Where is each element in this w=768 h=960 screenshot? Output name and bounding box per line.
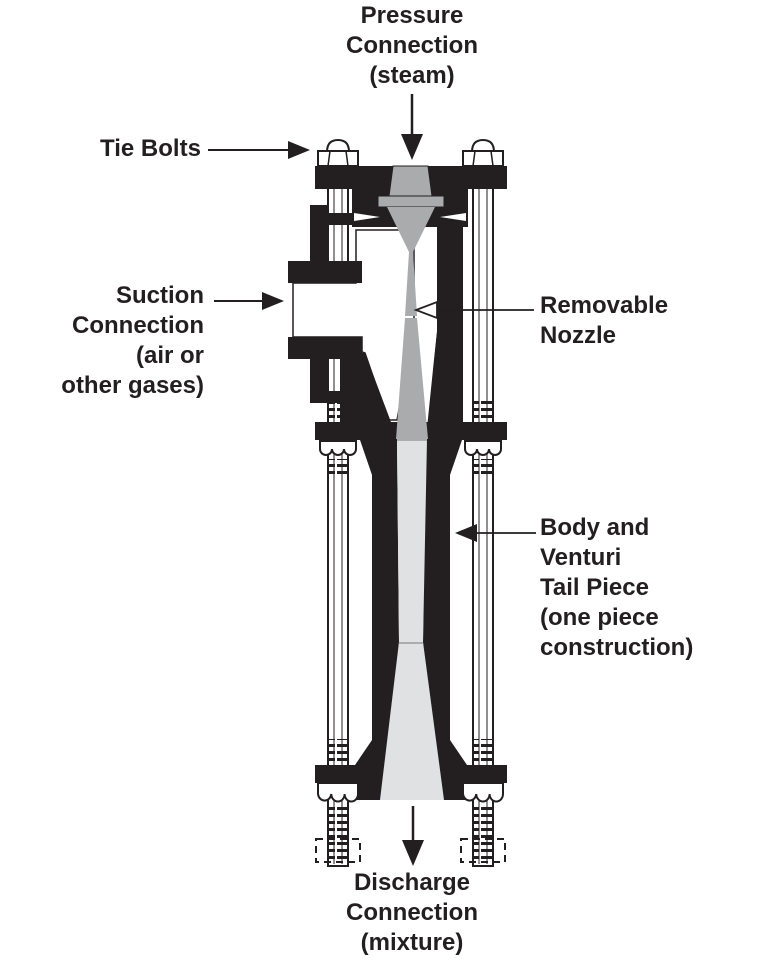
label-line: Suction	[116, 282, 204, 309]
pressure-arrow	[401, 94, 423, 160]
bottom-nut-left	[317, 782, 359, 803]
nut-facet	[472, 150, 476, 167]
label-body-venturi: Body and Venturi Tail Piece (one piece c…	[540, 513, 693, 663]
tie-bolt-left	[327, 147, 349, 867]
hex-nut-top-left	[317, 138, 359, 167]
tail-piece-right-wall	[423, 440, 467, 800]
label-tie-bolts: Tie Bolts	[100, 134, 201, 164]
nut-body	[462, 150, 504, 167]
removable-nozzle-pointer	[413, 300, 534, 320]
label-line: Tail Piece	[540, 574, 649, 601]
label-line: Nozzle	[540, 322, 617, 349]
mid-joint-nut-right	[464, 440, 502, 456]
mid-joint-nut-left	[319, 440, 357, 456]
tail-piece-left-wall	[355, 440, 399, 800]
label-removable-nozzle: Removable Nozzle	[540, 291, 668, 351]
label-suction-connection: Suction Connection (air or other gases)	[28, 281, 204, 401]
steam-inlet-port	[388, 165, 433, 197]
suction-step-arm-top	[310, 213, 362, 225]
label-line: Pressure	[360, 2, 464, 29]
suction-flange-upper	[288, 261, 362, 283]
label-line: Connection	[346, 899, 478, 926]
bolt-threads	[474, 739, 492, 763]
steam-jet	[396, 318, 428, 439]
label-line: Venturi	[540, 544, 622, 571]
label-line: other gases)	[61, 372, 204, 399]
nozzle-flange-disc	[377, 195, 445, 208]
nut-facet	[490, 150, 494, 167]
nut-facet	[345, 150, 349, 167]
upper-body-right-wall	[425, 227, 463, 440]
label-line: Connection	[346, 32, 478, 59]
label-line: Removable	[540, 292, 669, 319]
label-discharge-connection: Discharge Connection (mixture)	[300, 868, 524, 958]
suction-arrow	[214, 292, 284, 310]
label-line: Connection	[72, 312, 204, 339]
bolt-threads	[329, 459, 347, 476]
mating-flange-dashed-left	[315, 838, 361, 863]
bolt-threads	[474, 803, 492, 863]
label-line: (mixture)	[360, 929, 464, 956]
label-pressure-connection: Pressure Connection (steam)	[286, 1, 538, 91]
venturi-throat	[397, 439, 427, 642]
bolt-threads	[474, 459, 492, 476]
gasket-notch-left	[354, 213, 380, 221]
venturi-diffuser	[380, 642, 444, 800]
label-line: Body and	[540, 514, 650, 541]
nut-body	[317, 150, 359, 167]
body-left-bell-wall	[340, 353, 397, 440]
label-line: (air or	[135, 342, 204, 369]
bolt-threads	[474, 399, 492, 421]
label-line: Discharge	[353, 869, 471, 896]
nut-dome	[470, 138, 496, 153]
nut-dome	[325, 138, 351, 153]
nut-facet	[327, 150, 331, 167]
label-line: (steam)	[369, 62, 455, 89]
label-line: construction)	[540, 634, 694, 661]
tie-bolts-arrow	[208, 141, 310, 159]
bottom-nut-right	[462, 782, 504, 803]
body-venturi-arrow	[455, 524, 536, 542]
gasket-notch-right	[440, 213, 466, 221]
bolt-threads	[329, 739, 347, 763]
discharge-arrow	[402, 806, 424, 866]
nozzle-converging-cone	[387, 207, 435, 252]
label-line: (one piece	[540, 604, 659, 631]
bolt-threads	[329, 803, 347, 863]
hollow-arrowhead	[413, 300, 438, 320]
tie-bolt-right	[472, 147, 494, 867]
label-line: Tie Bolts	[100, 135, 201, 162]
hex-nut-top-right	[462, 138, 504, 167]
nozzle-tip	[405, 252, 417, 316]
mating-flange-dashed-right	[460, 838, 506, 863]
